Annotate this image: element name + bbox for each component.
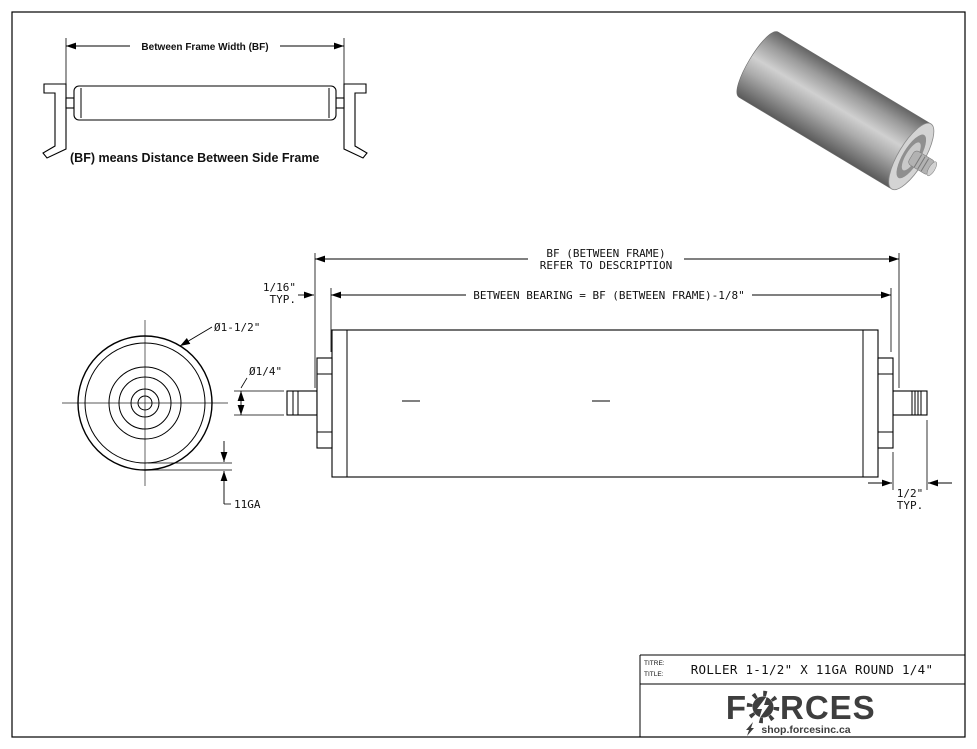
drawing-title: ROLLER 1-1/2" X 11GA ROUND 1/4" (691, 662, 934, 677)
shaft-diameter-label: Ø1/4" (249, 365, 282, 378)
bf-dimension: BF (BETWEEN FRAME) REFER TO DESCRIPTION (314, 246, 900, 388)
side-view (286, 329, 928, 478)
shaft-extension-dimension: 1/2" TYP. (868, 420, 952, 512)
right-axle-stub (335, 97, 345, 109)
logo-text-rest: RCES (780, 689, 876, 726)
frame-gap-suffix: TYP. (270, 293, 297, 306)
shaft-extension-value: 1/2" (897, 487, 924, 500)
right-bearing (877, 357, 894, 449)
title-block: TITRE: TITLE: ROLLER 1-1/2" X 11GA ROUND… (639, 654, 965, 737)
right-side-frame (343, 83, 368, 159)
between-bearing-label-backing (466, 287, 752, 302)
forces-logo: F RCES shop.forcesinc.ca (726, 689, 876, 736)
frame-gap-value: 1/16" (263, 281, 296, 294)
roller-tube (331, 329, 879, 478)
shaft-diameter-dimension: Ø1/4" (234, 365, 284, 416)
right-shaft (892, 390, 928, 416)
roller-3d-body (736, 31, 932, 190)
lightning-bolt-icon (757, 696, 769, 719)
left-bearing (316, 357, 333, 449)
gear-icon (746, 690, 780, 724)
small-lightning-icon (746, 722, 754, 736)
bf-label-line1: BF (BETWEEN FRAME) (546, 247, 665, 260)
frame-width-label: Between Frame Width (BF) (141, 42, 268, 53)
frame-gap-dimension: 1/16" TYP. (263, 281, 314, 306)
inset-label-backing (130, 39, 280, 53)
title-label-en: TITLE: (644, 671, 664, 678)
shaft-extension-suffix: TYP. (897, 499, 924, 512)
inset-caption: (BF) means Distance Between Side Frame (70, 151, 319, 165)
between-bearing-dimension: BETWEEN BEARING = BF (BETWEEN FRAME)-1/8… (330, 287, 892, 352)
roller-3d-render (736, 31, 937, 191)
bf-label-backing (528, 246, 684, 273)
bf-label-line2: REFER TO DESCRIPTION (540, 259, 672, 272)
tube-diameter-label: Ø1-1/2" (214, 321, 260, 334)
wall-gauge-dimension: 11GA (148, 441, 261, 511)
tube-diameter-dimension: Ø1-1/2" (179, 321, 260, 347)
left-axle-stub (65, 97, 75, 109)
inset-roller-body (73, 85, 337, 121)
frame-width-inset: Between Frame Width (BF) (BF) means Dist… (42, 38, 368, 165)
left-shaft (286, 390, 318, 416)
title-label-fr: TITRE: (644, 660, 665, 667)
roller-3d-shaft-tip (926, 161, 937, 177)
end-view (62, 320, 228, 486)
wall-gauge-label: 11GA (234, 498, 261, 511)
website-text: shop.forcesinc.ca (761, 724, 850, 736)
left-side-frame (42, 83, 67, 159)
logo-text-f: F (726, 689, 747, 726)
between-bearing-label: BETWEEN BEARING = BF (BETWEEN FRAME)-1/8… (473, 289, 745, 302)
